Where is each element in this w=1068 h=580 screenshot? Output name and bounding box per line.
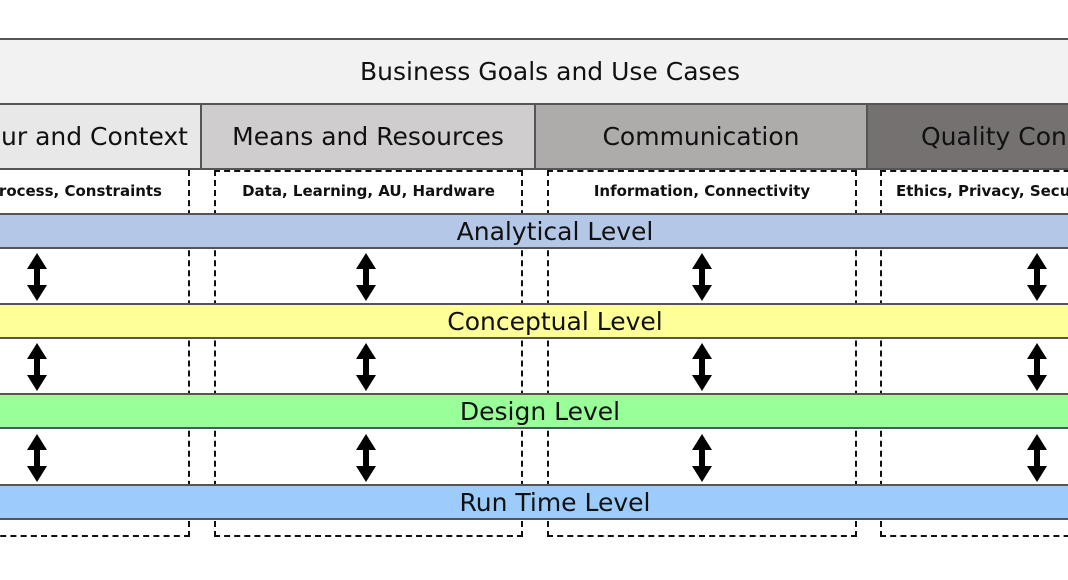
double-arrow-icon [26, 434, 48, 482]
run-time-level-band: Run Time Level [0, 484, 1068, 520]
design-level-band: Design Level [0, 393, 1068, 429]
dash-top [880, 170, 1068, 172]
description-means: Data, Learning, AU, Hardware [216, 172, 521, 210]
double-arrow-icon [355, 253, 377, 301]
double-arrow-icon [26, 343, 48, 391]
double-arrow-icon [1026, 253, 1048, 301]
description-text: Process, Constraints [0, 182, 162, 200]
column-box-means [214, 170, 523, 537]
double-arrow-icon [355, 434, 377, 482]
column-box-behaviour [0, 170, 190, 537]
description-text: Ethics, Privacy, Security [896, 182, 1068, 200]
business-goals-header: Business Goals and Use Cases [0, 38, 1068, 105]
column-box-communication [547, 170, 857, 537]
category-means-resources: Means and Resources [200, 103, 536, 170]
double-arrow-icon [1026, 434, 1048, 482]
level-label: Conceptual Level [447, 306, 663, 336]
double-arrow-icon [691, 253, 713, 301]
category-label: Means and Resources [232, 122, 504, 151]
description-behaviour: Process, Constraints [0, 172, 188, 210]
business-goals-label: Business Goals and Use Cases [360, 57, 740, 86]
description-text: Data, Learning, AU, Hardware [242, 182, 495, 200]
category-label: Quality Concerns [921, 122, 1068, 151]
column-box-quality [880, 170, 1068, 537]
double-arrow-icon [691, 434, 713, 482]
description-text: Information, Connectivity [593, 182, 811, 200]
level-label: Design Level [459, 396, 621, 426]
double-arrow-icon [691, 343, 713, 391]
dash-top [547, 170, 857, 172]
category-label: Behaviour and Context [0, 122, 188, 151]
dash-top [214, 170, 523, 172]
level-label: Run Time Level [459, 487, 651, 517]
level-label: Analytical Level [456, 216, 654, 246]
category-label: Communication [602, 122, 800, 151]
double-arrow-icon [355, 343, 377, 391]
category-communication: Communication [534, 103, 868, 170]
double-arrow-icon [1026, 343, 1048, 391]
conceptual-level-band: Conceptual Level [0, 303, 1068, 339]
analytical-level-band: Analytical Level [0, 213, 1068, 249]
double-arrow-icon [26, 253, 48, 301]
description-communication: Information, Connectivity [549, 172, 855, 210]
description-quality: Ethics, Privacy, Security [882, 172, 1068, 210]
category-quality-concerns: Quality Concerns [866, 103, 1068, 170]
category-behaviour-context: Behaviour and Context [0, 103, 202, 170]
